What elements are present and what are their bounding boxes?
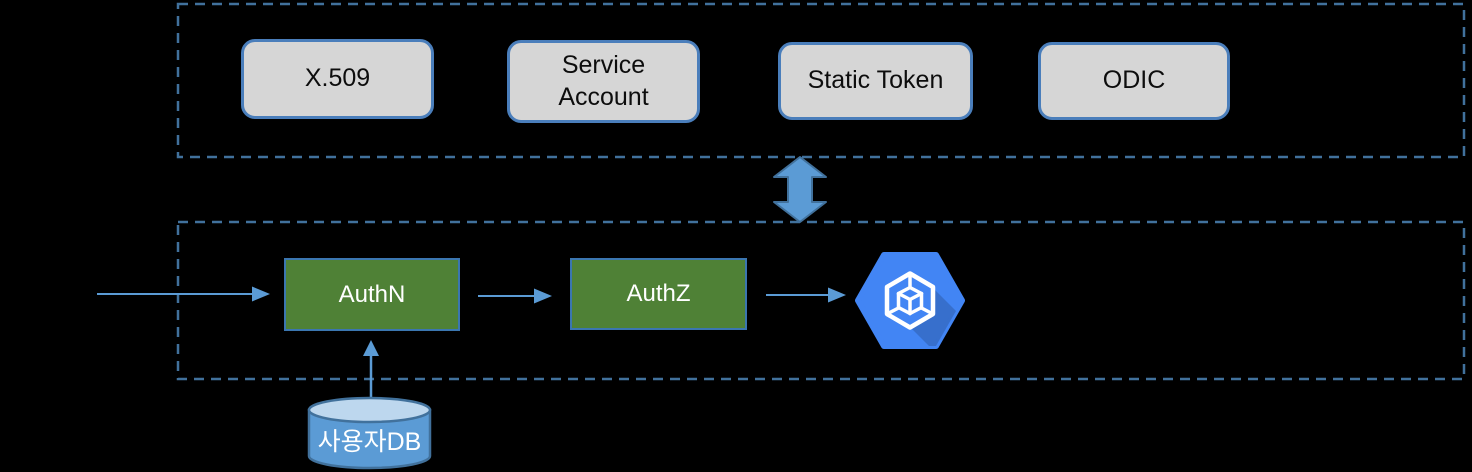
- auth-flow-group-border: [176, 220, 1466, 381]
- authn-node: AuthN: [284, 258, 460, 331]
- node-label: AuthN: [338, 280, 406, 308]
- auth-method-label: Service Account: [558, 51, 649, 111]
- auth-methods-group-border: [176, 2, 1466, 159]
- authn-to-authz-arrow: [478, 288, 552, 304]
- user-db-label: 사용자DB: [317, 428, 422, 456]
- auth-method-label: X.509: [304, 64, 371, 93]
- bidirectional-arrow: [773, 156, 827, 223]
- gke-icon: [855, 252, 965, 349]
- auth-method-service-account: Service Account: [507, 40, 700, 123]
- db-to-authn-arrow: [363, 340, 379, 397]
- node-label: AuthZ: [626, 280, 691, 307]
- auth-method-label: ODIC: [1102, 66, 1166, 95]
- auth-method-label: Static Token: [807, 66, 944, 95]
- auth-method-x509: X.509: [241, 39, 434, 119]
- authz-node: AuthZ: [570, 258, 747, 330]
- authz-to-gke-arrow: [766, 287, 846, 303]
- input-arrow: [97, 286, 270, 302]
- auth-method-odic: ODIC: [1038, 42, 1230, 120]
- database-cylinder: [307, 396, 432, 470]
- auth-method-static-token: Static Token: [778, 42, 973, 120]
